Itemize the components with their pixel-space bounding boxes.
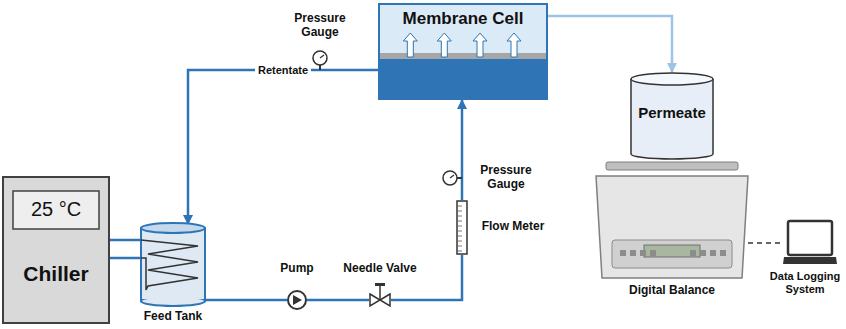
- flow-line: [307, 299, 369, 302]
- node-shape: [369, 293, 391, 307]
- flow-line: [188, 70, 378, 224]
- node-label: Membrane Cell: [378, 9, 548, 29]
- node-label: Permeate: [630, 104, 714, 121]
- node-label: Pressure Gauge: [468, 164, 544, 192]
- node-shape: [312, 50, 328, 66]
- flow-meter: Flow Meter: [450, 198, 550, 258]
- data-logging-laptop: Data Logging System: [766, 220, 844, 328]
- node-shape: [287, 290, 307, 310]
- pump: Pump: [272, 262, 322, 312]
- node-label: Feed Tank: [128, 310, 218, 324]
- node-label: Flow Meter: [476, 220, 550, 234]
- flow-line: [461, 100, 464, 200]
- node-shape: [592, 160, 752, 280]
- digital-balance: Digital Balance: [592, 158, 752, 302]
- chiller-unit: 25 °C Chiller: [2, 176, 110, 324]
- flow-label: Retentate: [255, 63, 311, 77]
- permeate-beaker: Permeate: [630, 72, 714, 160]
- pressure-gauge: Pressure Gauge: [440, 160, 546, 200]
- node-label: 25 °C: [12, 198, 100, 221]
- needle-valve: Needle Valve: [334, 262, 426, 310]
- node-label: Digital Balance: [592, 284, 752, 298]
- flow-line: [110, 239, 141, 242]
- node-shape: [140, 222, 206, 307]
- feed-tank: Feed Tank: [128, 220, 218, 328]
- node-label: Pressure Gauge: [276, 12, 364, 40]
- flow-line: [548, 16, 672, 72]
- chiller-return-line: [110, 257, 141, 260]
- node-shape: [442, 170, 458, 186]
- pressure-gauge: Pressure Gauge: [276, 12, 364, 70]
- node-label: Needle Valve: [334, 262, 426, 276]
- node-label: Data Logging System: [766, 270, 844, 295]
- flow-line: [205, 299, 287, 302]
- node-shape: [456, 200, 468, 255]
- membrane-cell: Membrane Cell: [378, 3, 548, 100]
- temperature-display: 25 °C: [12, 190, 100, 230]
- node-label: Pump: [272, 262, 322, 276]
- data-cable: [748, 242, 784, 244]
- node-label: Chiller: [2, 262, 110, 286]
- node-shape: [782, 220, 838, 266]
